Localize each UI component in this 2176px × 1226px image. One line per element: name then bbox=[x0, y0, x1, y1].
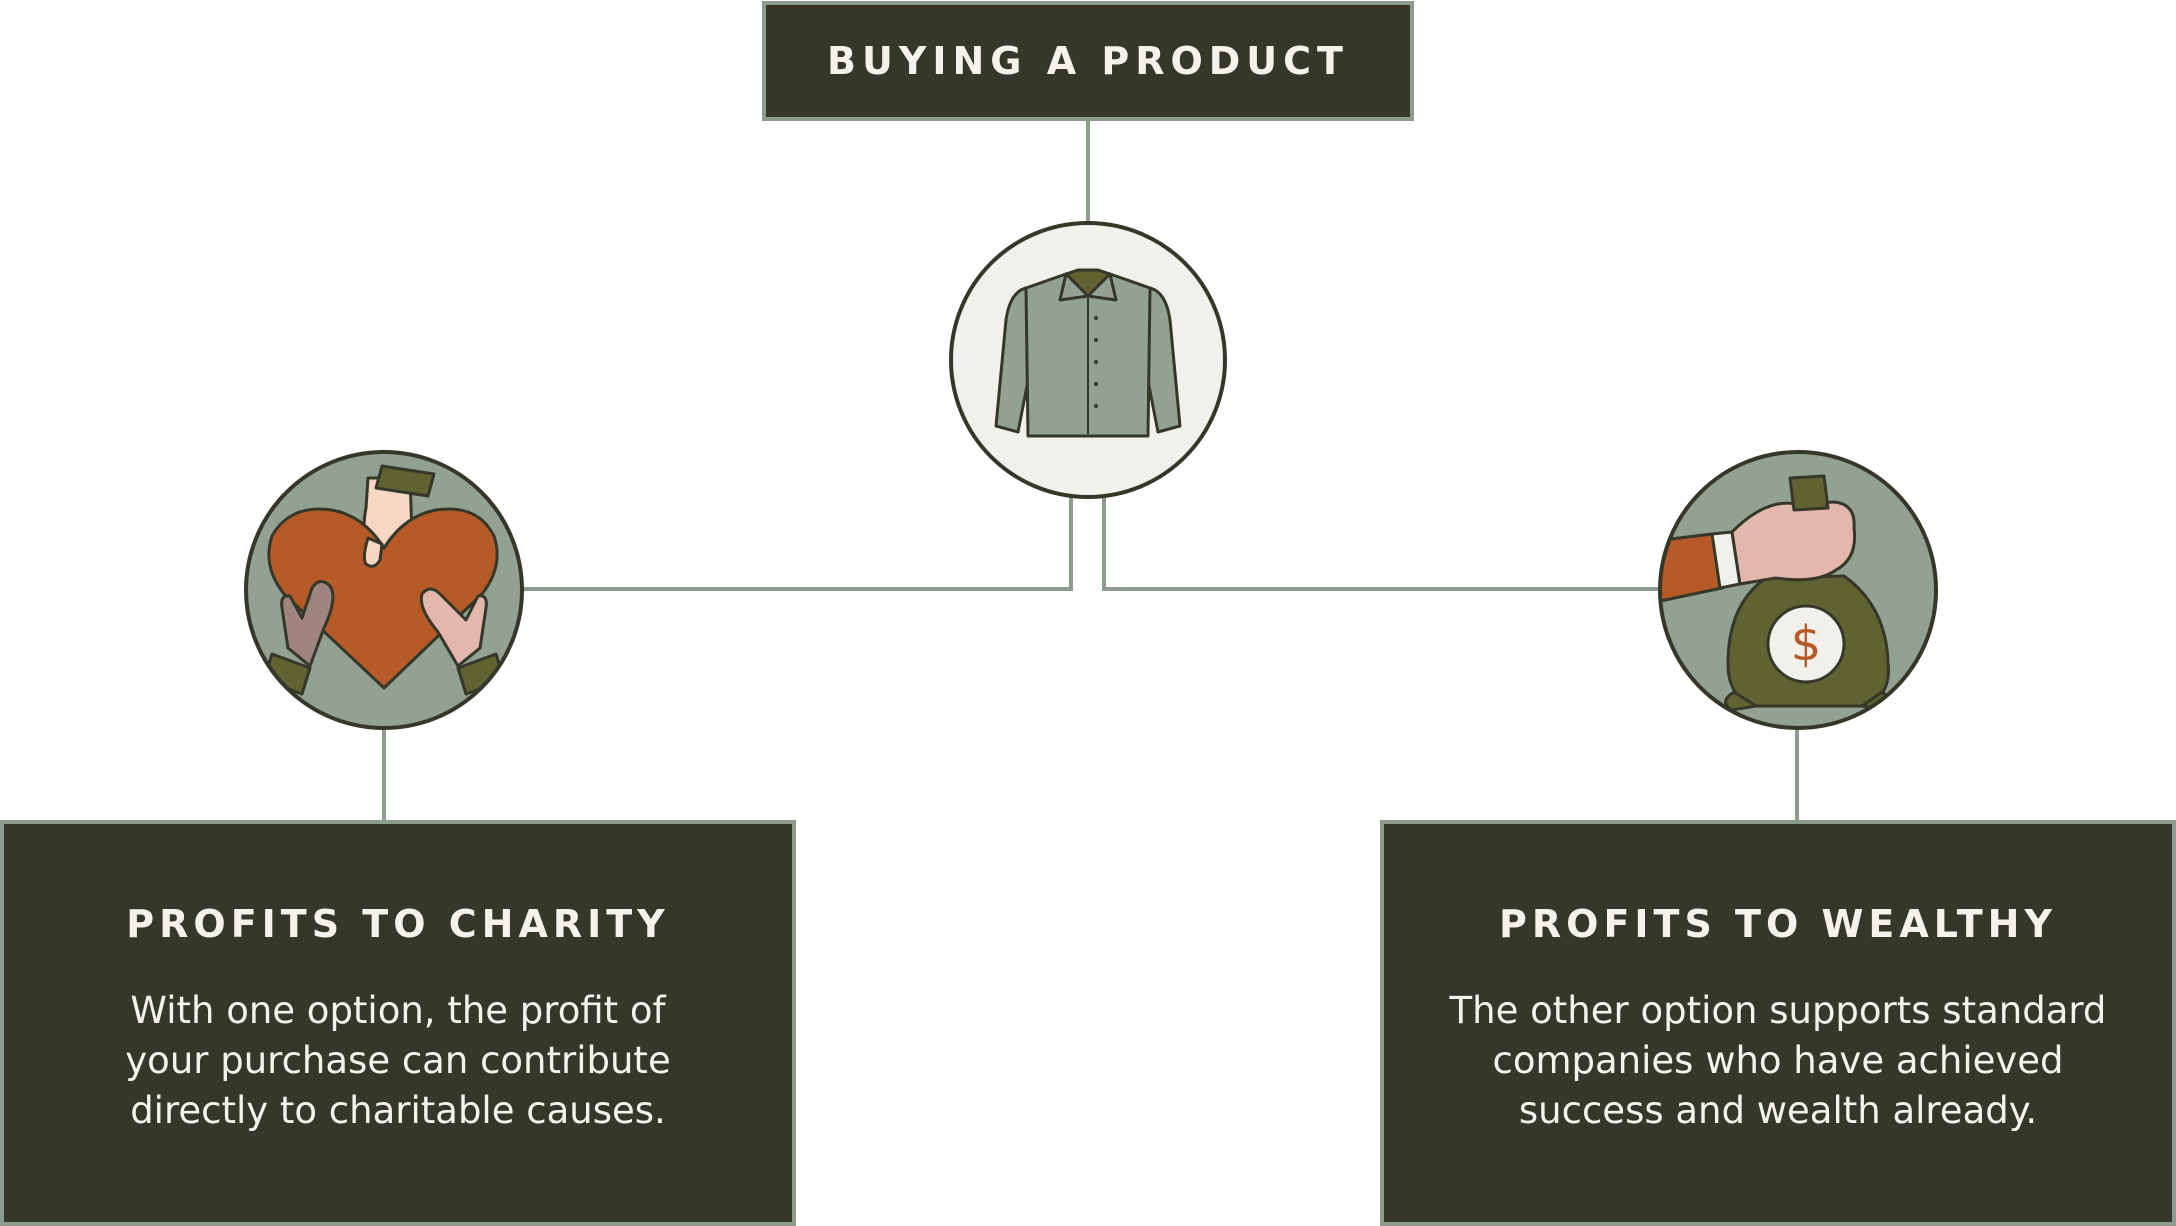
root-title: BUYING A PRODUCT bbox=[827, 39, 1349, 83]
charity-line: your purchase can contribute bbox=[125, 1039, 671, 1082]
wealthy-line: success and wealth already. bbox=[1518, 1089, 2038, 1132]
wealthy-line: The other option supports standard bbox=[1449, 989, 2107, 1032]
wealthy-card: PROFITS TO WEALTHY The other option supp… bbox=[1380, 820, 2176, 1226]
root-node: BUYING A PRODUCT bbox=[762, 1, 1414, 121]
money-bag-icon: $ bbox=[1658, 450, 1938, 730]
charity-card: PROFITS TO CHARITY With one option, the … bbox=[0, 820, 796, 1226]
wealthy-title: PROFITS TO WEALTHY bbox=[1499, 902, 2057, 946]
wealthy-description: The other option supports standard compa… bbox=[1428, 986, 2128, 1136]
heart-hands-icon bbox=[244, 450, 524, 730]
svg-text:$: $ bbox=[1791, 616, 1822, 672]
shirt-icon bbox=[949, 221, 1227, 499]
wealthy-line: companies who have achieved bbox=[1492, 1039, 2064, 1082]
charity-line: With one option, the profit of bbox=[130, 989, 666, 1032]
charity-line: directly to charitable causes. bbox=[130, 1089, 666, 1132]
charity-title: PROFITS TO CHARITY bbox=[126, 902, 670, 946]
charity-description: With one option, the profit of your purc… bbox=[48, 986, 748, 1136]
